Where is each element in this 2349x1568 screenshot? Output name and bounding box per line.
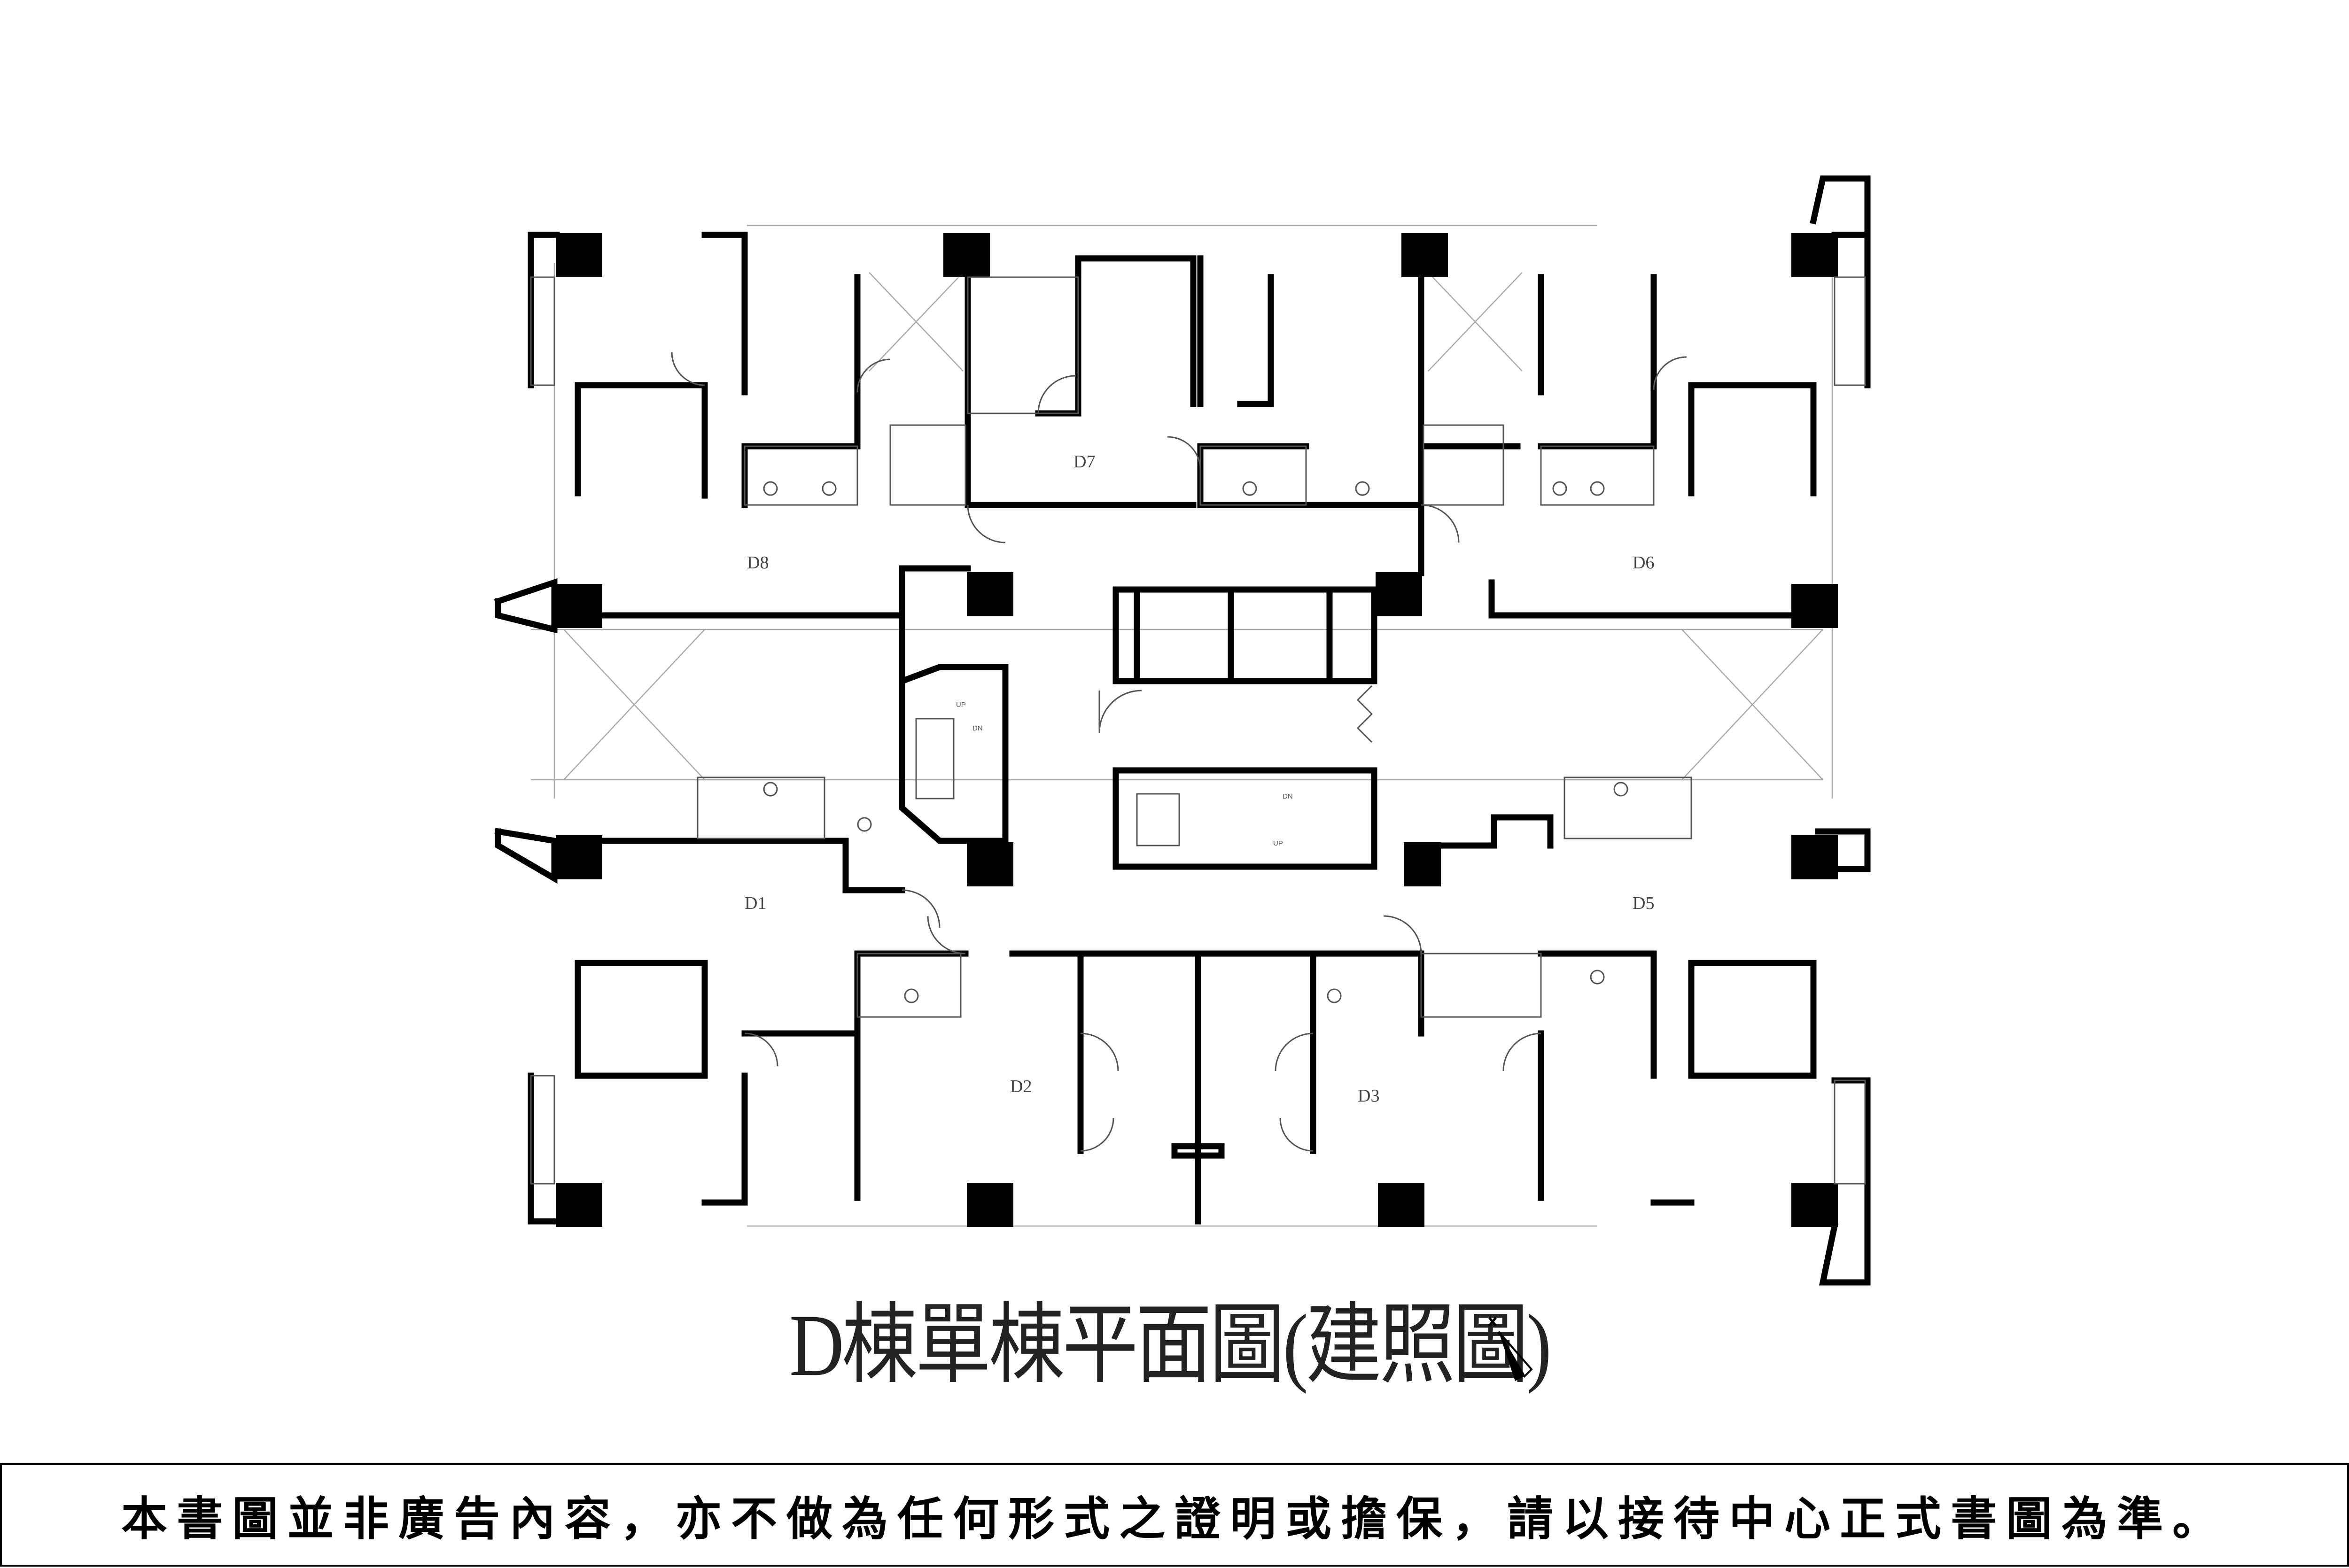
unit-label: D8 <box>747 553 769 573</box>
stair-down-label: DN <box>972 724 983 732</box>
drawing-title: D棟單棟平面圖(建照圖) <box>789 1296 1552 1394</box>
unit-label: D3 <box>1358 1086 1379 1106</box>
walls <box>494 175 1871 1286</box>
structural-columns <box>556 233 1838 1227</box>
unit-label: D1 <box>745 893 766 913</box>
unit-label: D5 <box>1633 893 1654 913</box>
door-swings <box>671 352 1687 1152</box>
unit-label: D7 <box>1073 452 1095 472</box>
stair-down-label: DN <box>1283 792 1293 800</box>
unit-label: D2 <box>1010 1077 1032 1096</box>
unit-labels: D8 D7 D6 D1 D2 D3 D5 UP DN DN UP <box>745 452 1654 1106</box>
fixtures <box>530 276 1866 1185</box>
stair-up-label: UP <box>1273 839 1283 847</box>
building-outline <box>531 225 1833 1227</box>
disclaimer-box: 本書圖並非廣告內容，亦不做為任何形式之證明或擔保，請以接待中心正式書圖為準。 <box>0 1463 2349 1567</box>
disclaimer-text: 本書圖並非廣告內容，亦不做為任何形式之證明或擔保，請以接待中心正式書圖為準。 <box>121 1492 2228 1546</box>
stair-up-label: UP <box>956 701 966 709</box>
north-arrow-icon <box>1488 1317 1533 1381</box>
unit-label: D6 <box>1633 553 1654 573</box>
